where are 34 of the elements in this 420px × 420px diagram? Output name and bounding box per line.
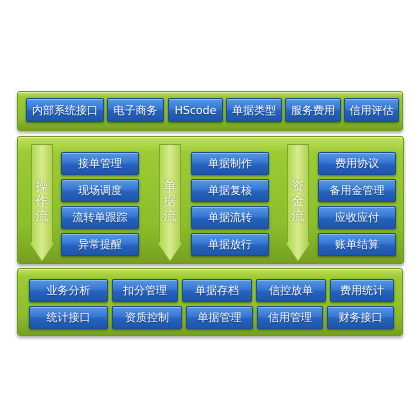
module-tile: 资质控制 [112,306,182,329]
flow-label: 单据流 [164,178,176,223]
module-tile: 单据管理 [186,306,253,329]
module-tile: 信用评估 [344,98,399,122]
module-tile: 单据复核 [191,179,269,202]
module-tile: 业务分析 [29,279,108,302]
layer-panel [17,136,404,264]
module-tile: 费用协议 [318,152,396,175]
module-tile: 信用管理 [257,306,323,329]
module-tile: 应收应付 [318,206,396,229]
module-tile: 单据放行 [191,233,269,256]
module-tile: 扣分管理 [112,279,178,302]
layer-panel [17,91,403,131]
module-tile: 统计接口 [29,306,108,329]
module-tile: 备用金管理 [318,179,396,202]
module-tile: 服务费用 [285,98,341,122]
module-tile: 接单管理 [61,152,139,175]
module-tile: 单据流转 [191,206,269,229]
module-tile: 单据类型 [226,98,282,122]
module-tile: 电子商务 [107,98,164,122]
module-tile: 现场调度 [61,179,139,202]
module-tile: 流转单跟踪 [61,206,139,229]
flow-label: 操作流 [36,178,48,223]
module-tile: 信控放单 [256,279,326,302]
module-tile: 内部系统接口 [26,98,104,122]
module-tile: 费用统计 [330,279,394,302]
module-tile: 财务接口 [327,306,394,329]
module-tile: 异常提醒 [61,233,139,256]
module-tile: HScode [168,98,223,122]
layer-panel [17,268,403,336]
module-tile: 单据制作 [191,152,269,175]
flow-label: 资金流 [292,178,304,223]
module-tile: 单据存档 [182,279,252,302]
module-tile: 账单结算 [318,233,396,256]
